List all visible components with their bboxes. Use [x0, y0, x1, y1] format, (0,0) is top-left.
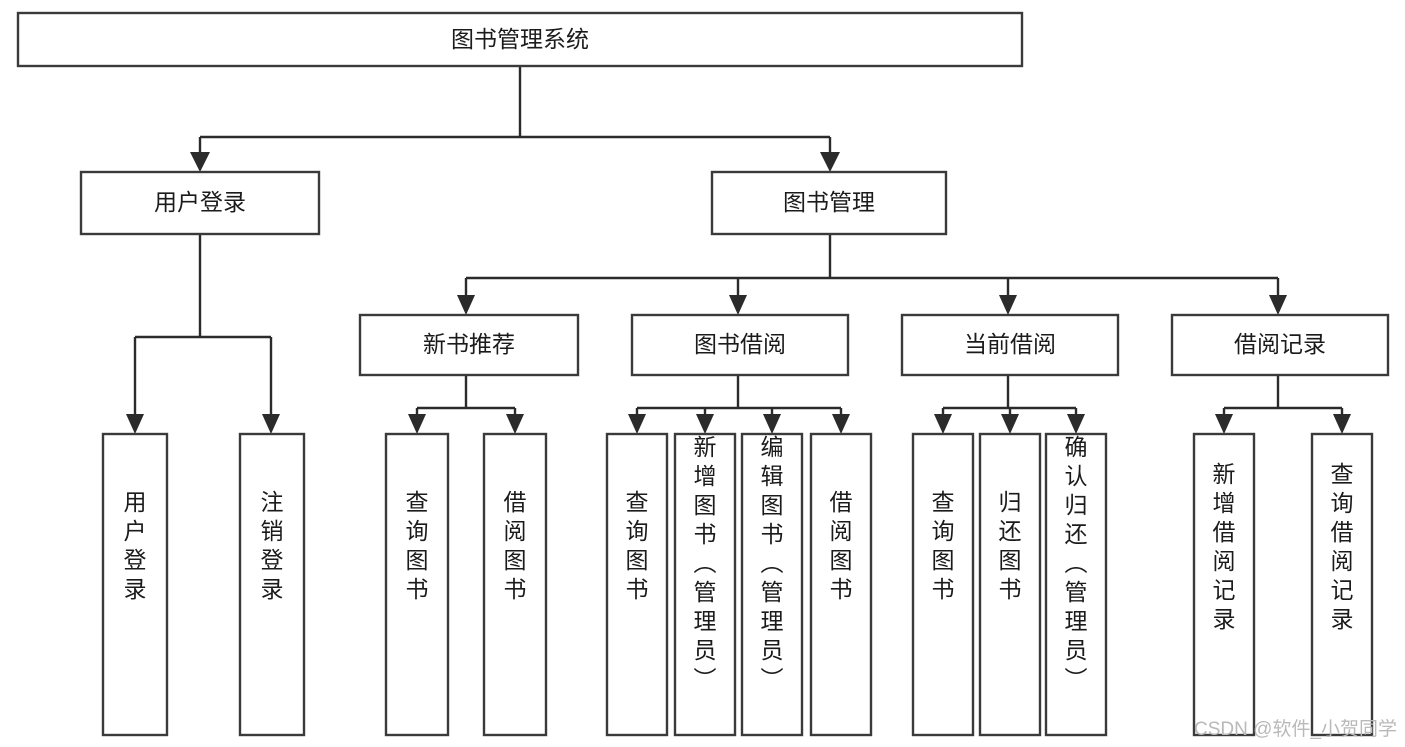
node-leaf-user-logout-label: 注销登录 [261, 489, 284, 602]
node-leaf-query-record[interactable]: 查询借阅记录 [1310, 432, 1374, 737]
node-root[interactable]: 图书管理系统 [16, 11, 1024, 68]
node-leaf-add-book-box[interactable] [673, 432, 737, 737]
node-leaf-add-record[interactable]: 新增借阅记录 [1192, 432, 1256, 737]
node-leaf-query-book-1[interactable]: 查询图书 [384, 432, 450, 737]
arrowhead-leaf-borrow-book-2 [832, 414, 850, 434]
node-leaf-confirm-return-label: 确认归还︵管理员︶ [1065, 434, 1088, 692]
node-borrow-record-box[interactable] [1170, 313, 1390, 377]
node-leaf-confirm-return-box[interactable] [1044, 432, 1108, 737]
node-book-manage-box[interactable] [710, 170, 948, 236]
node-book-borrow[interactable]: 图书借阅 [630, 313, 850, 377]
node-leaf-user-login-box[interactable] [101, 432, 169, 737]
node-leaf-query-book-1-box[interactable] [384, 432, 450, 737]
node-new-book-recommend[interactable]: 新书推荐 [358, 313, 580, 377]
node-leaf-add-record-box[interactable] [1192, 432, 1256, 737]
node-leaf-add-book[interactable]: 新增图书︵管理员︶ [673, 432, 737, 737]
node-book-manage[interactable]: 图书管理 [710, 170, 948, 236]
node-book-borrow-box[interactable] [630, 313, 850, 377]
arrowhead-leaf-query-book-3 [934, 414, 952, 434]
node-leaf-query-record-label: 查询借阅记录 [1331, 461, 1354, 632]
arrowhead-leaf-add-book [696, 414, 714, 434]
node-borrow-record-label: 借阅记录 [1234, 331, 1326, 357]
node-leaf-borrow-book-2-label: 借阅图书 [830, 489, 853, 602]
node-leaf-borrow-book-2-box[interactable] [809, 432, 873, 737]
node-current-borrow-box[interactable] [900, 313, 1120, 377]
node-leaf-query-book-3[interactable]: 查询图书 [911, 432, 975, 737]
node-leaf-query-record-box[interactable] [1310, 432, 1374, 737]
node-leaf-borrow-book-1-box[interactable] [482, 432, 548, 737]
node-leaf-add-book-label: 新增图书︵管理员︶ [694, 434, 717, 692]
node-leaf-query-book-3-label: 查询图书 [932, 489, 955, 602]
node-current-borrow-label: 当前借阅 [964, 331, 1056, 357]
node-leaf-borrow-book-1-label: 借阅图书 [504, 489, 527, 602]
arrowhead-book-borrow [729, 295, 747, 315]
node-leaf-query-book-3-box[interactable] [911, 432, 975, 737]
csdn-watermark: CSDN @软件_小贺同学 [1194, 719, 1397, 740]
arrowhead-leaf-query-record [1333, 414, 1351, 434]
arrowhead-leaf-query-book-1 [408, 414, 426, 434]
node-leaf-edit-book[interactable]: 编辑图书︵管理员︶ [740, 432, 804, 737]
node-leaf-user-login-label: 用户登录 [124, 489, 147, 602]
node-root-label: 图书管理系统 [451, 26, 589, 52]
node-leaf-return-book-box[interactable] [978, 432, 1042, 737]
node-leaf-edit-book-box[interactable] [740, 432, 804, 737]
node-leaf-edit-book-label: 编辑图书︵管理员︶ [761, 434, 784, 692]
node-leaf-query-book-2-box[interactable] [605, 432, 669, 737]
node-leaf-return-book-label: 归还图书 [999, 489, 1022, 602]
arrowhead-leaf-add-record [1215, 414, 1233, 434]
node-leaf-borrow-book-2[interactable]: 借阅图书 [809, 432, 873, 737]
arrowhead-leaf-borrow-book-1 [506, 414, 524, 434]
arrowhead-new-book-recommend [457, 295, 475, 315]
arrowhead-leaf-query-book-2 [628, 414, 646, 434]
node-leaf-borrow-book-1[interactable]: 借阅图书 [482, 432, 548, 737]
node-borrow-record[interactable]: 借阅记录 [1170, 313, 1390, 377]
node-new-book-recommend-box[interactable] [358, 313, 580, 377]
node-new-book-recommend-label: 新书推荐 [423, 331, 515, 357]
node-user-login-box[interactable] [79, 170, 321, 236]
node-user-login[interactable]: 用户登录 [79, 170, 321, 236]
arrowhead-leaf-user-login [126, 414, 144, 434]
arrowhead-borrow-record [1269, 295, 1287, 315]
arrowhead-user-login [190, 152, 210, 172]
node-root-box[interactable] [16, 11, 1024, 68]
node-user-login-label: 用户登录 [154, 189, 246, 215]
node-leaf-query-book-2[interactable]: 查询图书 [605, 432, 669, 737]
connector-layer [126, 66, 1351, 434]
node-book-manage-label: 图书管理 [783, 189, 875, 215]
node-current-borrow[interactable]: 当前借阅 [900, 313, 1120, 377]
node-leaf-return-book[interactable]: 归还图书 [978, 432, 1042, 737]
arrowhead-leaf-edit-book [763, 414, 781, 434]
arrowhead-leaf-return-book [1001, 414, 1019, 434]
node-book-borrow-label: 图书借阅 [694, 331, 786, 357]
node-leaf-query-book-2-label: 查询图书 [626, 489, 649, 602]
node-leaf-user-logout[interactable]: 注销登录 [238, 432, 306, 737]
node-leaf-query-book-1-label: 查询图书 [406, 489, 429, 602]
node-leaf-user-logout-box[interactable] [238, 432, 306, 737]
arrowhead-current-borrow [999, 295, 1017, 315]
node-leaf-confirm-return[interactable]: 确认归还︵管理员︶ [1044, 432, 1108, 737]
node-leaf-add-record-label: 新增借阅记录 [1213, 461, 1236, 632]
arrowhead-leaf-confirm-return [1067, 414, 1085, 434]
arrowhead-leaf-user-logout [262, 414, 280, 434]
arrowhead-book-manage [820, 152, 840, 172]
node-leaf-user-login[interactable]: 用户登录 [101, 432, 169, 737]
